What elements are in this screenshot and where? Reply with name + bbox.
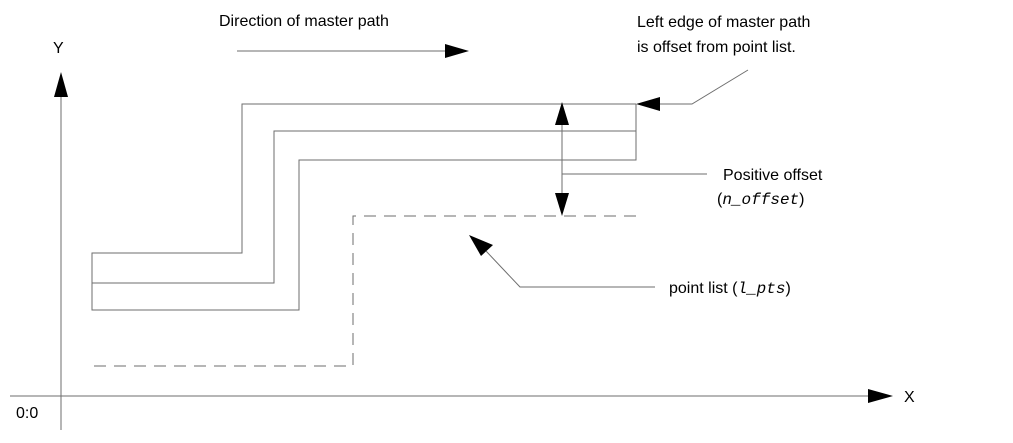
- positive-offset-label: Positive offset: [723, 167, 823, 184]
- left-edge-label-line1: Left edge of master path: [637, 14, 810, 31]
- y-axis-label: Y: [53, 40, 64, 57]
- point-list-label: point list (l_pts): [669, 280, 791, 298]
- left-edge-leader: [660, 69, 749, 105]
- offset-arrowhead-up: [555, 102, 569, 125]
- left-edge-arrowhead: [636, 97, 660, 111]
- offset-param-label: (n_offset): [717, 191, 804, 209]
- offset-arrowhead-down: [555, 193, 569, 216]
- origin-label: 0:0: [16, 405, 38, 422]
- master-path-centerline: [92, 130, 636, 284]
- direction-label: Direction of master path: [219, 13, 389, 30]
- left-edge-label-line2: is offset from point list.: [637, 39, 796, 56]
- y-axis-arrowhead: [54, 72, 68, 97]
- point-list-path: [92, 215, 636, 367]
- master-path-outline: [91, 103, 637, 311]
- point-list-leader: [485, 250, 655, 288]
- x-axis-arrowhead: [868, 389, 893, 403]
- point-list-arrowhead: [469, 235, 493, 256]
- direction-arrowhead: [445, 44, 469, 58]
- x-axis-label: X: [904, 389, 915, 406]
